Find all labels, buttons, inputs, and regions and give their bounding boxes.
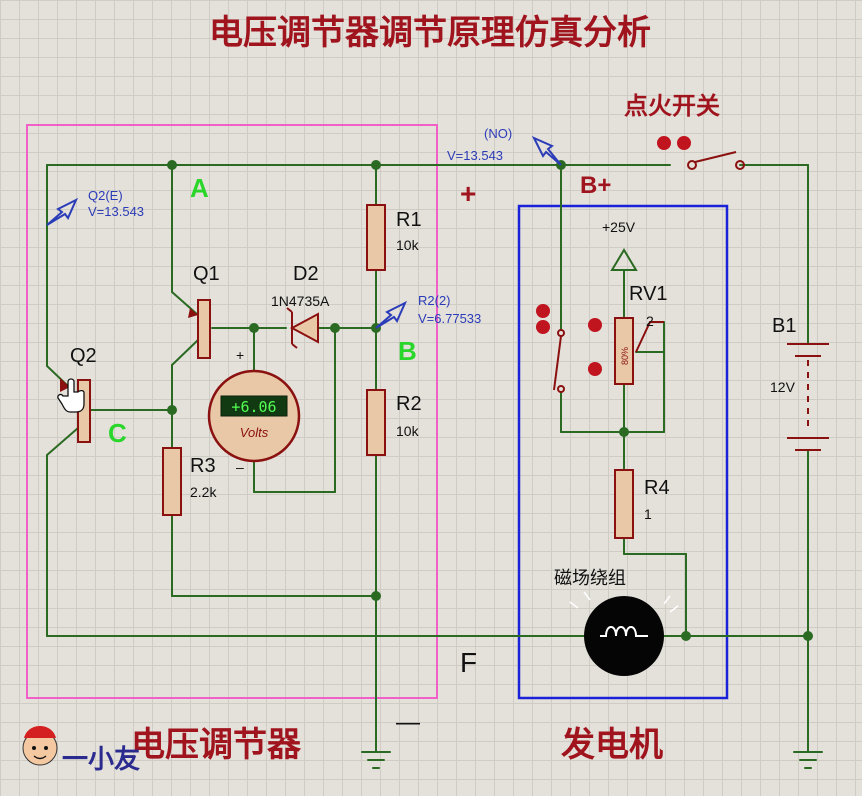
generator-box: [517, 204, 729, 700]
voltmeter-unit: Volts: [240, 425, 269, 440]
probe-q2e-name: Q2(E): [88, 188, 123, 203]
b1-value: 12V: [770, 379, 796, 395]
regulator-box: [26, 124, 438, 699]
regulator-caption: 电压调节器: [131, 725, 302, 765]
watermark-logo: 一小友: [22, 726, 140, 775]
d2-zener-diode[interactable]: [286, 307, 319, 349]
q1-transistor[interactable]: [188, 299, 211, 359]
voltmeter[interactable]: +6.06 Volts: [207, 369, 301, 463]
hand-cursor-icon: [57, 378, 85, 413]
q2-label: Q2: [70, 345, 97, 367]
field-winding-label: 磁场绕组: [554, 568, 626, 589]
q1-label: Q1: [193, 263, 220, 285]
r3-label: R3: [190, 455, 216, 477]
rv1-percent: 80%: [620, 347, 630, 365]
rv1-pin: 2: [646, 313, 654, 329]
probe-q2e-value: V=13.543: [88, 204, 144, 219]
node-a-label: A: [190, 173, 209, 203]
rv1-control-buttons[interactable]: [536, 304, 602, 376]
generator-switch[interactable]: [553, 317, 565, 393]
r4-label: R4: [644, 477, 670, 499]
page-title: 电压调节器调节原理仿真分析: [209, 13, 651, 53]
rv1-label: RV1: [629, 283, 668, 305]
d2-value: 1N4735A: [271, 293, 330, 309]
node-bplus-label: B+: [580, 172, 611, 199]
r4-value: 1: [644, 506, 652, 522]
plus-terminal-label: +: [460, 178, 476, 209]
node-b-label: B: [398, 336, 417, 366]
r1-value: 10k: [396, 237, 420, 253]
r2-label: R2: [396, 393, 422, 415]
b1-label: B1: [772, 315, 796, 337]
rv1-potentiometer[interactable]: 80%: [614, 317, 664, 385]
wires: [46, 164, 809, 753]
field-winding[interactable]: [569, 591, 679, 676]
d2-label: D2: [293, 263, 319, 285]
probe-r2[interactable]: [375, 300, 408, 329]
probe-r2-name: R2(2): [418, 293, 451, 308]
voltmeter-reading: +6.06: [231, 398, 276, 416]
watermark-text: 一小友: [62, 745, 140, 775]
r1-label: R1: [396, 209, 422, 231]
node-f-label: F: [460, 647, 477, 678]
probe-r2-value: V=6.77533: [418, 311, 481, 326]
r2-resistor[interactable]: [366, 389, 386, 456]
ignition-switch[interactable]: [657, 136, 745, 170]
ground-left-icon: [361, 751, 391, 769]
ground-right-icon: [793, 751, 823, 769]
ignition-switch-label: 点火开关: [624, 92, 720, 120]
probe-no-value: V=13.543: [447, 148, 503, 163]
supply-label: +25V: [602, 219, 636, 235]
r3-value: 2.2k: [190, 484, 217, 500]
r1-resistor[interactable]: [366, 204, 386, 271]
probe-q2e[interactable]: [46, 197, 79, 226]
b1-battery[interactable]: [787, 343, 829, 451]
probe-no-name: (NO): [484, 126, 512, 141]
generator-caption: 发电机: [561, 725, 663, 765]
r3-resistor[interactable]: [162, 447, 182, 516]
voltmeter-minus-icon: –: [236, 459, 244, 475]
node-c-label: C: [108, 418, 127, 448]
minus-terminal-label: —: [396, 709, 420, 736]
r4-resistor[interactable]: [614, 469, 634, 539]
probe-no[interactable]: [531, 135, 562, 166]
voltmeter-plus-icon: +: [236, 347, 244, 363]
r2-value: 10k: [396, 423, 420, 439]
supply-arrow-icon: [610, 248, 638, 271]
